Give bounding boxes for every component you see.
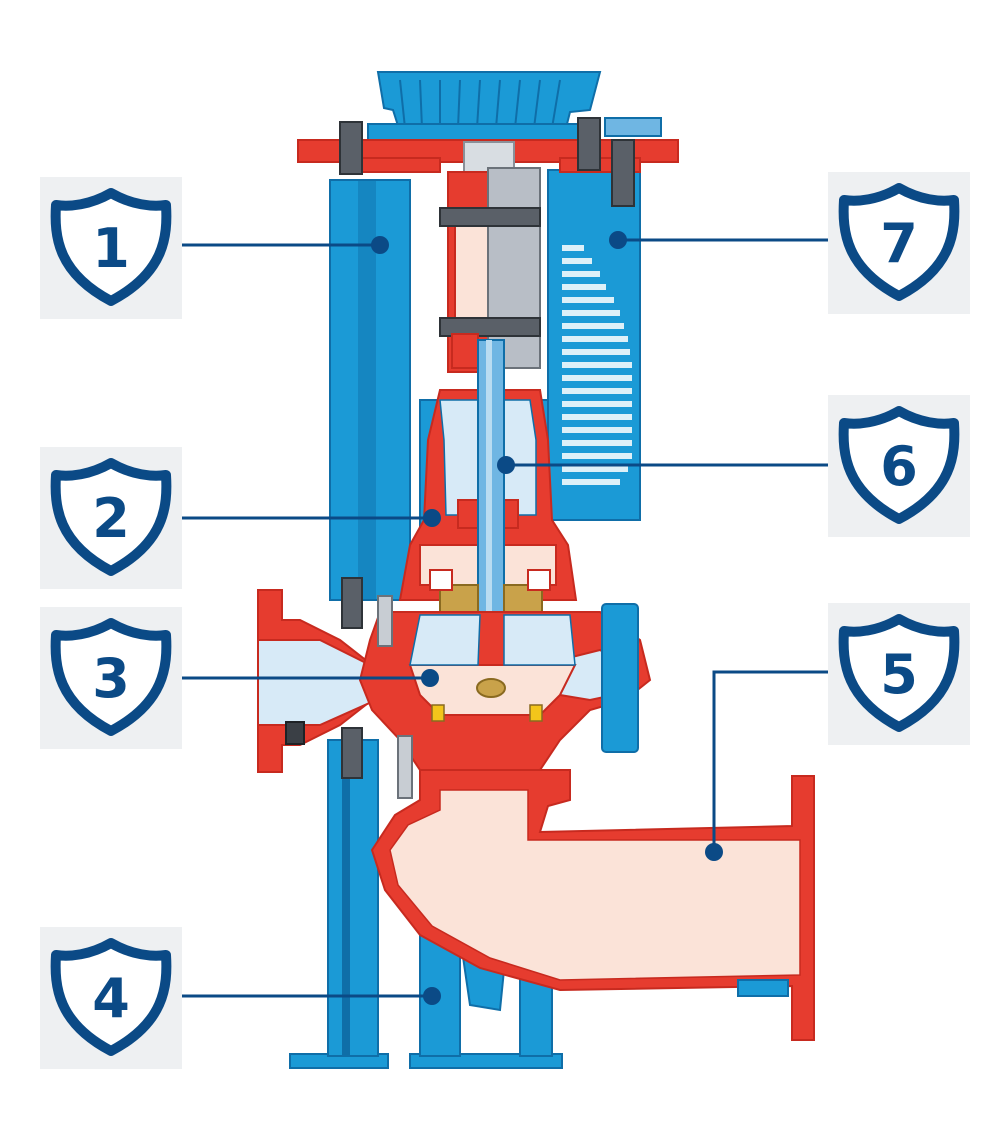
leader-dot-1 [371,236,389,254]
motor-fan [367,71,602,143]
shield-badge-6-icon: 6 [838,406,960,524]
callout-number: 1 [92,217,130,280]
pump-casing [257,577,652,799]
discharge-elbow [370,769,815,1041]
leader-dot-6 [497,456,515,474]
leader-dot-3 [421,669,439,687]
leader-dot-5 [705,843,723,861]
shield-badge-2-icon: 2 [50,458,172,576]
callout-number: 2 [92,487,130,550]
callout-number: 5 [880,643,918,706]
callout-box-3: 3 [40,607,182,749]
callout-box-7: 7 [828,172,970,314]
shield-badge-1-icon: 1 [50,188,172,306]
shield-badge-4-icon: 4 [50,938,172,1056]
callout-box-5: 5 [828,603,970,745]
leader-dot-4 [423,987,441,1005]
callout-number: 6 [880,435,918,498]
callout-box-1: 1 [40,177,182,319]
callout-box-6: 6 [828,395,970,537]
leader-line-5 [712,670,828,852]
shield-badge-3-icon: 3 [50,618,172,736]
shield-badge-7-icon: 7 [838,183,960,301]
shield-badge-5-icon: 5 [838,614,960,732]
leader-lines [182,238,828,998]
leader-dot-2 [423,509,441,527]
callout-box-2: 2 [40,447,182,589]
callout-box-4: 4 [40,927,182,1069]
leader-dot-7 [609,231,627,249]
callout-number: 7 [880,212,918,275]
coupling [439,167,541,373]
callout-number: 3 [92,647,130,710]
callout-number: 4 [92,967,130,1030]
leader-dots [371,231,723,1005]
